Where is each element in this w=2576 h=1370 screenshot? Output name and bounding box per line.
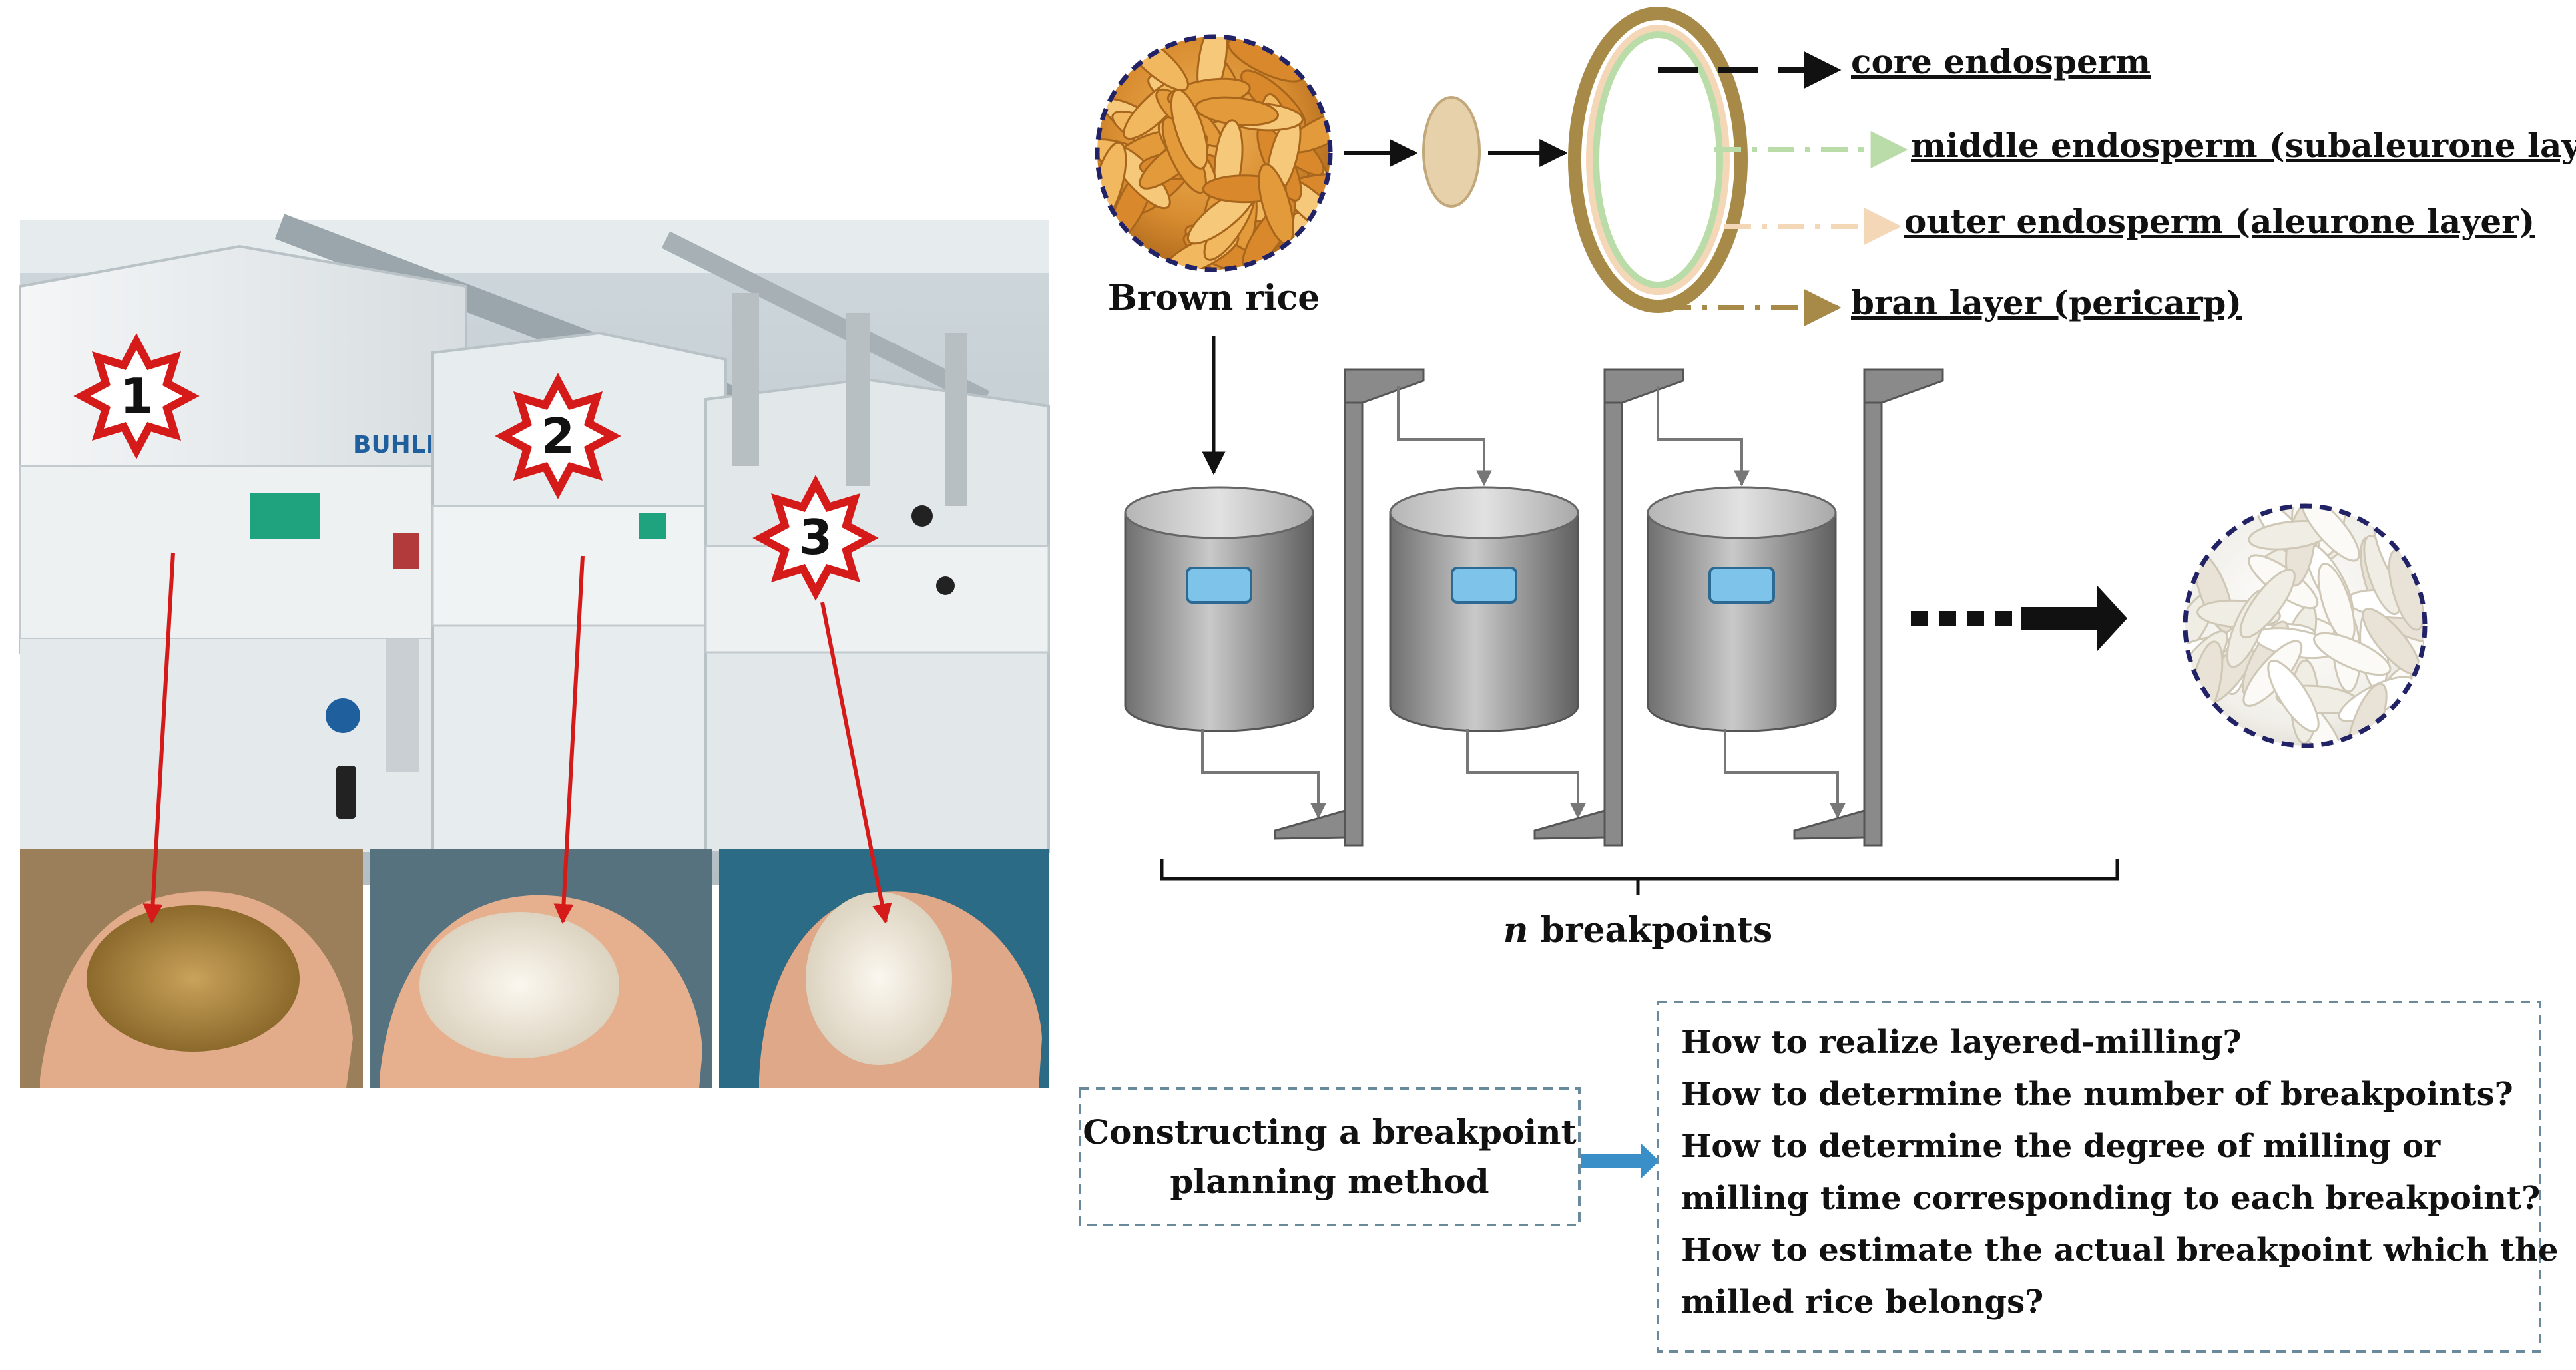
elevator-shaft — [1863, 368, 1883, 847]
tank-body — [1124, 511, 1314, 732]
elevator-shaft — [1344, 368, 1364, 847]
star-label-3: 3 — [799, 509, 832, 565]
inlet-connector — [1657, 386, 1750, 487]
star-label-1: 1 — [120, 368, 153, 424]
star-marker-1: 1 — [73, 333, 200, 459]
method-line-1: Constructing a breakpoint — [1083, 1112, 1576, 1152]
core-endosperm-label: core endosperm — [1851, 42, 2151, 81]
breakpoints-label: n breakpoints — [1503, 910, 1772, 951]
method-box — [1079, 1087, 1581, 1226]
star-marker-3: 3 — [752, 475, 879, 601]
milling-tank-2 — [1389, 486, 1586, 819]
tank-window — [1451, 567, 1517, 604]
milling-factory-photo: BUHLER — [19, 214, 1050, 885]
rice-grain — [2300, 506, 2360, 562]
question-line: How to realize layered-milling? — [1681, 1024, 2242, 1061]
outlet-connector — [1201, 729, 1326, 819]
arrow-to-white-rice — [2021, 586, 2127, 651]
question-line: milled rice belongs? — [1681, 1283, 2043, 1321]
questions-box — [1657, 1001, 2541, 1353]
question-line: milling time corresponding to each break… — [1681, 1180, 2540, 1217]
milling-tank-3 — [1647, 486, 1846, 819]
star-marker-2: 2 — [495, 373, 621, 499]
bran-layer-label: bran layer (pericarp) — [1851, 283, 2242, 322]
continuation-dots — [1911, 611, 2012, 626]
middle-endosperm-label: middle endosperm (subaleurone layer) — [1911, 126, 2576, 165]
elevator-head — [1603, 368, 1684, 404]
elevator-head — [1863, 368, 1944, 404]
bucket-elevator-2 — [1533, 368, 1750, 847]
question-line: How to determine the degree of milling o… — [1681, 1128, 2441, 1165]
milling-tank-1 — [1124, 486, 1326, 819]
questions-list: How to realize layered-milling? How to d… — [1681, 1024, 2559, 1321]
star-label-2: 2 — [541, 408, 575, 464]
tank-window — [1708, 567, 1775, 604]
blue-arrow-icon — [1581, 1144, 1659, 1178]
tank-window — [1186, 567, 1252, 604]
hand-photo-brown — [20, 849, 363, 1088]
elevator-head — [1344, 368, 1425, 404]
question-line: How to determine the number of breakpoin… — [1681, 1076, 2513, 1113]
single-grain-icon — [1422, 96, 1481, 208]
white-rice-image — [2183, 503, 2428, 748]
mill-chain — [1124, 368, 1944, 847]
elevator-shaft — [1603, 368, 1623, 847]
tank-body — [1647, 511, 1837, 732]
outlet-connector — [1466, 729, 1586, 819]
inlet-connector — [1397, 386, 1492, 487]
bucket-elevator-1 — [1274, 368, 1492, 847]
rice-grain — [1170, 89, 1208, 170]
bucket-elevator-3 — [1793, 368, 1944, 847]
red-arrows — [142, 552, 892, 924]
grain-layer-diagram — [1568, 7, 1748, 313]
rice-grain — [2267, 659, 2320, 733]
tank-top — [1389, 486, 1579, 539]
hand-photo-white-1 — [370, 849, 712, 1088]
method-line-2: planning method — [1170, 1162, 1489, 1201]
elevator-boot — [1793, 809, 1866, 840]
breakpoints-brace — [1160, 859, 2119, 895]
tank-top — [1647, 486, 1837, 539]
brown-rice-image — [1095, 34, 1333, 272]
question-line: How to estimate the actual breakpoint wh… — [1681, 1232, 2559, 1269]
brown-rice-label: Brown rice — [1108, 278, 1320, 318]
tank-top — [1124, 486, 1314, 539]
hand-photo-white-2 — [719, 849, 1049, 1088]
tank-body — [1389, 511, 1579, 732]
outlet-connector — [1724, 729, 1846, 819]
elevator-boot — [1274, 809, 1346, 840]
rice-grain — [2313, 632, 2392, 676]
outer-endosperm-label: outer endosperm (aleurone layer) — [1904, 202, 2535, 241]
rice-grain — [2239, 569, 2296, 639]
elevator-boot — [1533, 809, 1606, 840]
